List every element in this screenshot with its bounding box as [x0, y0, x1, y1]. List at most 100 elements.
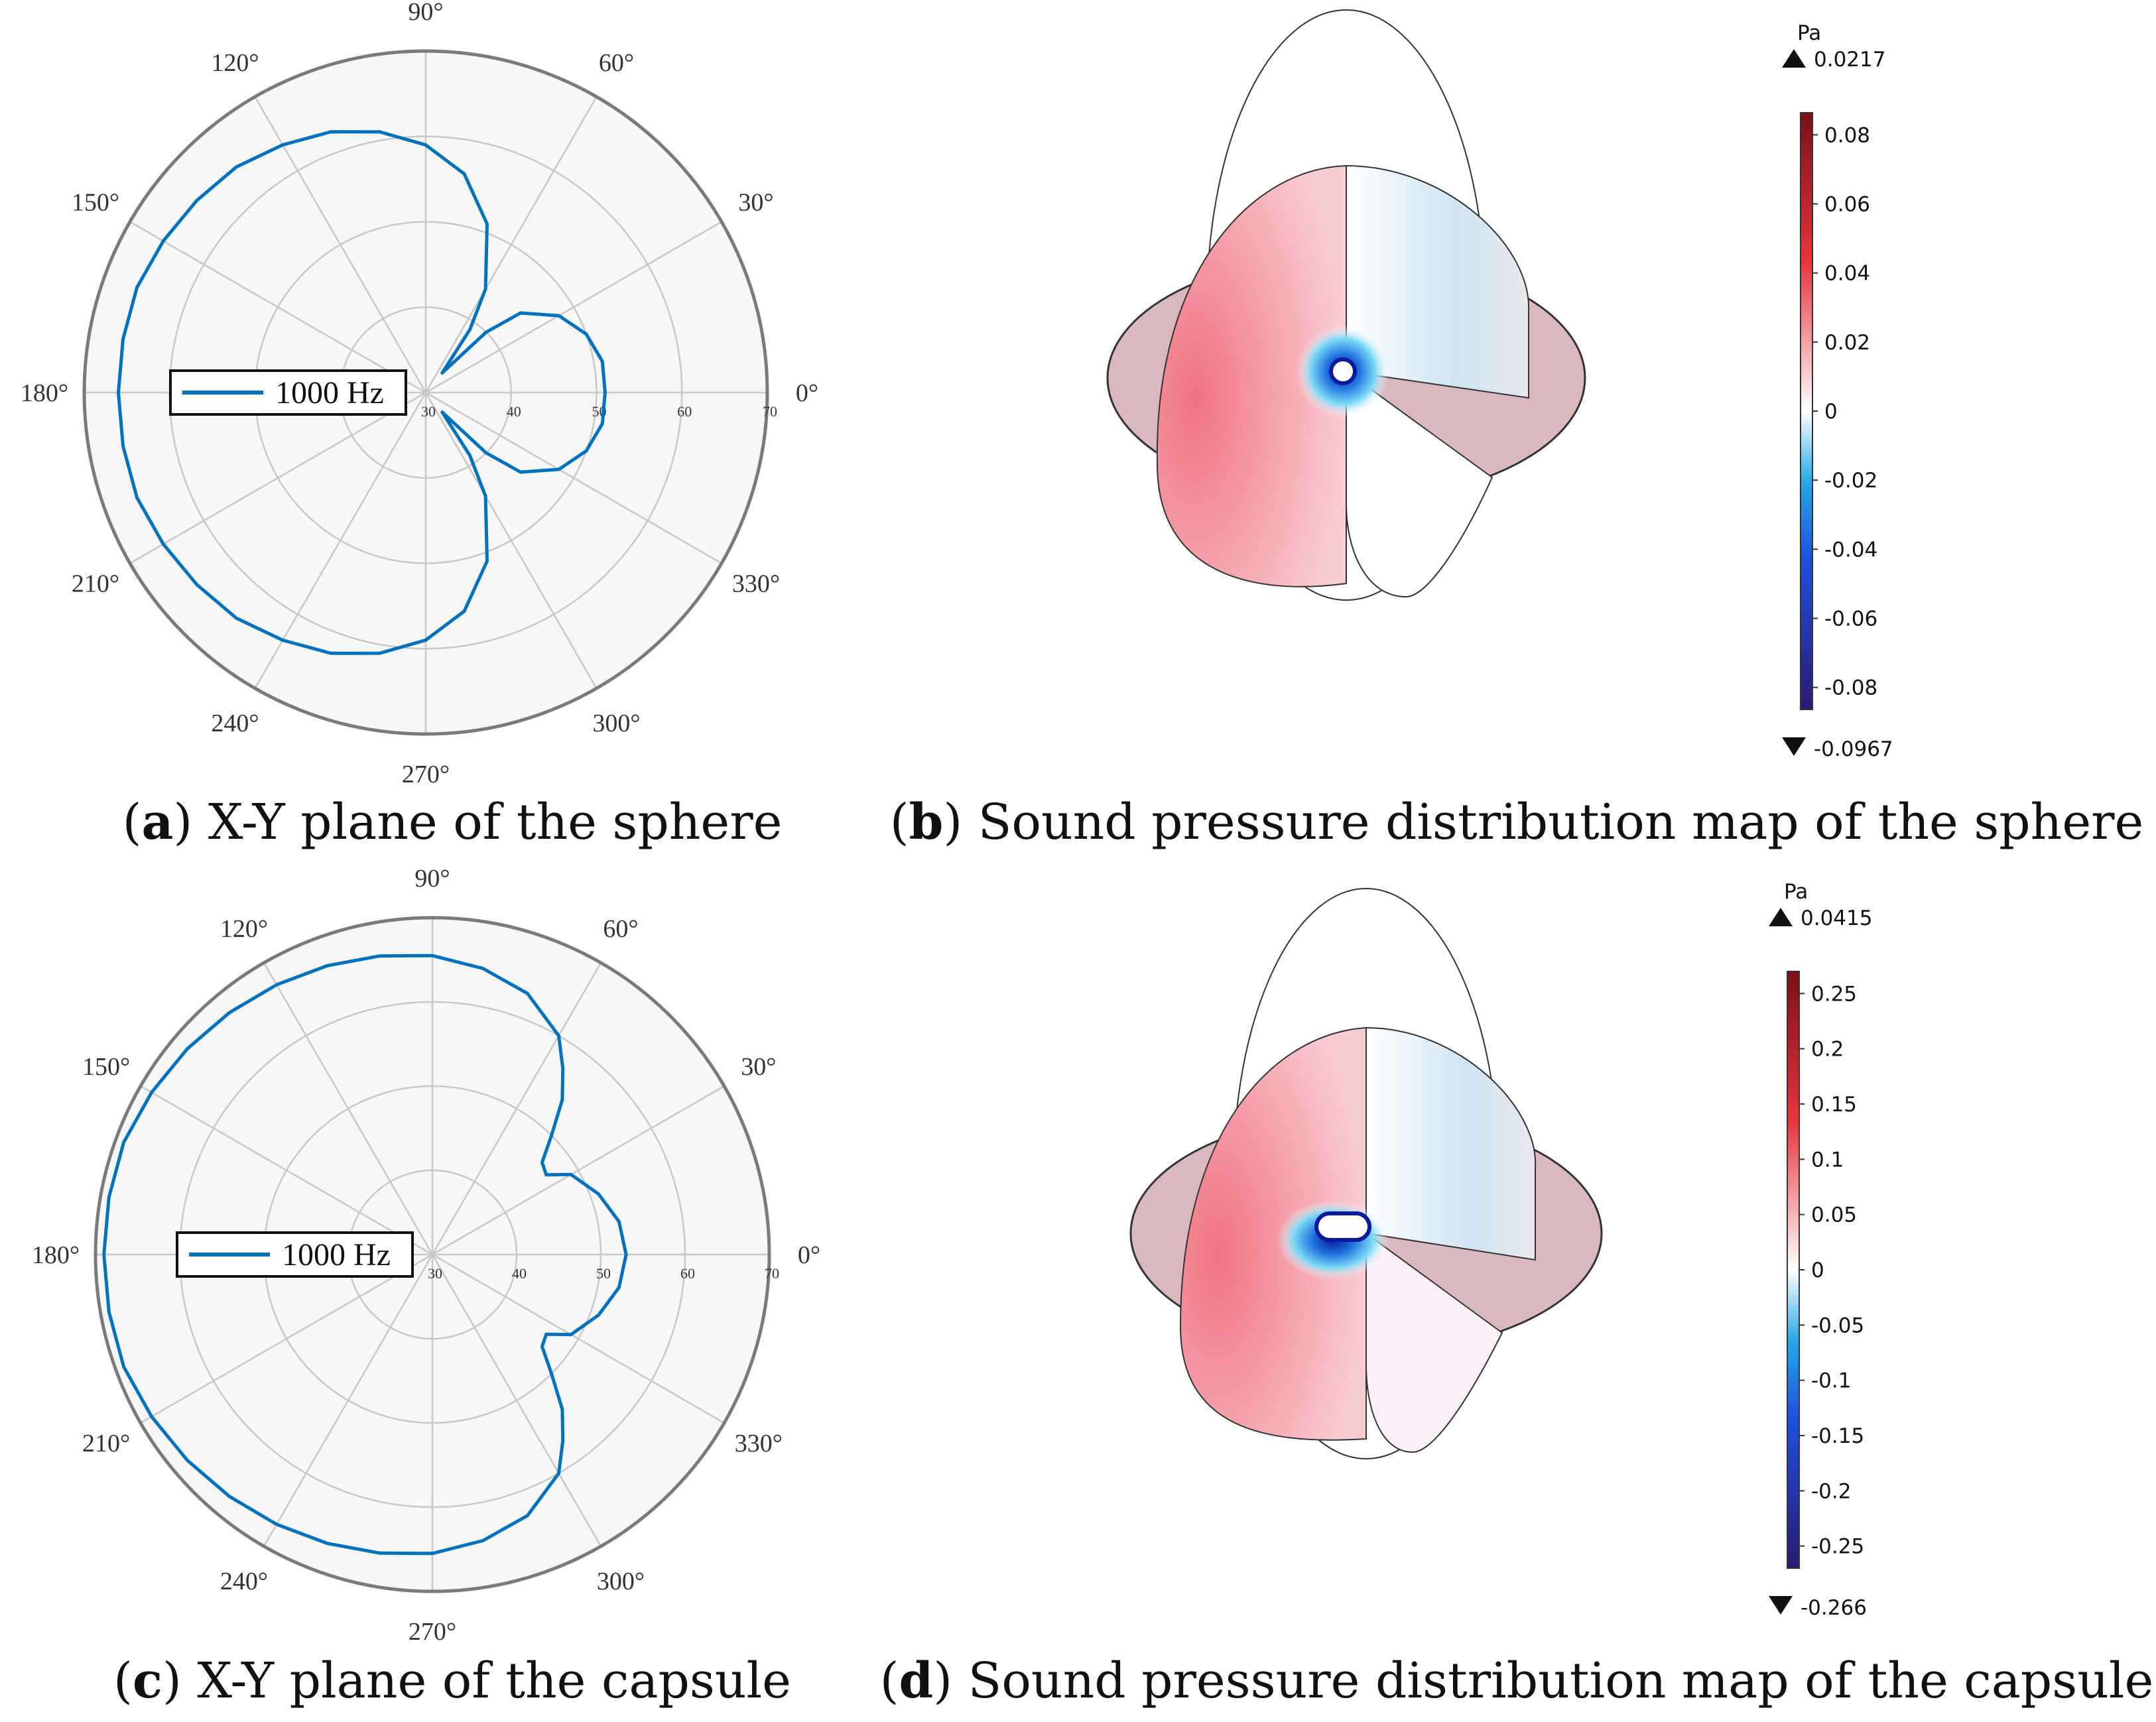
polar-c-theta-label: 330°	[735, 1430, 783, 1457]
polar-a-spoke-30	[425, 221, 722, 394]
colorbar-d-min-label: -0.266	[1801, 1596, 1867, 1620]
polar-c-theta-label: 90°	[414, 865, 450, 892]
colorbar-b-min-label: -0.0967	[1814, 737, 1893, 761]
colorbar-b-max-arrow	[1782, 49, 1806, 68]
polar-c-theta-label: 210°	[82, 1430, 130, 1457]
map-d-right-lobe	[1365, 1026, 1537, 1261]
polar-c-theta-label: 180°	[32, 1241, 80, 1269]
polar-c-spoke-60	[431, 962, 602, 1255]
polar-a-spoke-330	[425, 391, 722, 564]
colorbar-b-tick-label: 0.04	[1824, 262, 1870, 286]
colorbar-b-unit: Pa	[1797, 21, 1821, 45]
colorbar-d-tick-label: 0	[1811, 1259, 1824, 1282]
polar-c-spoke-240	[263, 1254, 434, 1547]
polar-c-legend-label: 1000 Hz	[282, 1237, 391, 1272]
polar-a-spoke-60	[424, 96, 598, 393]
polar-c-spoke-330	[432, 1253, 725, 1424]
colorbar-d-bar	[1787, 971, 1800, 1569]
polar-a-r-label: 60	[677, 403, 692, 420]
polar-c-theta-label: 240°	[220, 1568, 268, 1595]
polar-c-theta-label: 30°	[741, 1053, 776, 1081]
colorbar-d-max-label: 0.0415	[1801, 906, 1872, 930]
colorbar-d-max-arrow	[1769, 908, 1793, 926]
colorbar-b-min-arrow	[1782, 737, 1806, 756]
polar-a-r-label: 30	[421, 403, 436, 420]
colorbar-d-tick-label: 0.2	[1811, 1038, 1844, 1062]
colorbar-b-tick-label: -0.02	[1824, 469, 1877, 493]
polar-a-legend-label: 1000 Hz	[275, 375, 384, 410]
colorbar-b-max-label: 0.0217	[1814, 48, 1885, 72]
polar-c-spoke-300	[431, 1254, 602, 1547]
caption-c: (c) X-Y plane of the capsule	[113, 1652, 791, 1709]
polar-c-theta-label: 120°	[220, 915, 268, 943]
polar-c-spoke-150	[140, 1085, 433, 1256]
colorbar-b-tick-label: 0.06	[1824, 193, 1870, 217]
panel-c-polar-plot: 0° 30° 60° 90° 120° 150° 180° 210° 240° 270° 300° 3…	[32, 865, 820, 1646]
polar-c-spoke-30	[432, 1085, 725, 1256]
colorbar-b: Pa 0.0217 0.08 0.06 0.04 0.02 0 -0.02 -0.04 -0.06…	[1782, 21, 1893, 761]
polar-c-spoke-210	[140, 1253, 433, 1424]
map-b-left-lobe	[1156, 164, 1347, 587]
colorbar-d-tick-label: 0.15	[1811, 1093, 1857, 1117]
colorbar-d-tick-label: -0.15	[1811, 1424, 1864, 1448]
polar-a-theta-label: 30°	[738, 189, 773, 217]
polar-c-theta-label: 150°	[82, 1053, 130, 1081]
map-b-right-lobe	[1346, 164, 1530, 399]
caption-a: (a) X-Y plane of the sphere	[123, 794, 783, 851]
colorbar-d: Pa0.04150.250.20.150.10.050-0.05-0.1-0.1…	[1769, 880, 1872, 1620]
caption-d: (d) Sound pressure distribution map of t…	[880, 1652, 2154, 1709]
polar-c-r-label: 70	[765, 1265, 779, 1282]
polar-c-r-label: 50	[596, 1265, 611, 1282]
polar-a-theta-label: 180°	[21, 379, 68, 407]
polar-a-theta-label: 330°	[732, 570, 780, 598]
polar-a-theta-label: 150°	[72, 189, 119, 217]
map-b-white-wedge	[1346, 166, 1493, 598]
map-d-capsule-core	[1314, 1211, 1371, 1242]
colorbar-d-tick-label: -0.25	[1811, 1535, 1864, 1559]
map-b-source-core	[1329, 357, 1357, 385]
polar-a-r-label: 40	[507, 403, 521, 420]
polar-c-theta-label: 300°	[597, 1568, 645, 1595]
polar-a-r-label: 70	[763, 403, 777, 420]
colorbar-b-tick-label: 0.02	[1824, 331, 1870, 355]
map-d-left-lobe	[1179, 1026, 1367, 1441]
colorbar-b-tick-label: 0.08	[1824, 123, 1870, 147]
map-d-light-wedge	[1365, 1028, 1503, 1453]
polar-a-legend-box	[169, 369, 407, 416]
polar-c-r-label: 60	[680, 1265, 695, 1282]
panel-d-pressure-map	[1129, 888, 1603, 1459]
colorbar-b-tick-label: -0.04	[1824, 538, 1877, 562]
colorbar-d-tick-label: 0.05	[1811, 1203, 1857, 1227]
polar-a-outer-ring	[82, 49, 769, 736]
polar-c-r-label: 30	[428, 1265, 442, 1282]
polar-c-theta-label: 270°	[409, 1618, 456, 1646]
colorbar-b-tick-label: -0.08	[1824, 676, 1877, 700]
polar-a-spoke-150	[129, 221, 426, 394]
polar-c-r-label: 40	[512, 1265, 527, 1282]
polar-a-theta-label: 60°	[599, 49, 634, 77]
panel-b-pressure-map	[1106, 9, 1586, 601]
colorbar-d-tick-label: 0.25	[1811, 982, 1857, 1006]
colorbar-d-tick-label: -0.05	[1811, 1314, 1864, 1337]
polar-c-theta-label: 60°	[603, 915, 638, 943]
colorbar-b-bar	[1800, 112, 1813, 710]
polar-a-theta-label: 300°	[592, 709, 640, 737]
polar-a-theta-label: 90°	[408, 0, 443, 26]
polar-a-spoke-210	[129, 391, 426, 564]
colorbar-d-min-arrow	[1769, 1596, 1793, 1615]
polar-a-theta-label: 0°	[796, 379, 818, 407]
colorbar-b-tick-label: -0.06	[1824, 607, 1877, 631]
polar-c-series-line	[102, 953, 628, 1556]
colorbar-d-tick-label: -0.2	[1811, 1479, 1852, 1503]
polar-a-theta-label: 120°	[211, 49, 259, 77]
caption-b: (b) Sound pressure distribution map of t…	[890, 794, 2144, 851]
polar-a-theta-label: 210°	[72, 570, 119, 598]
polar-a-spoke-300	[424, 392, 598, 689]
colorbar-b-tick-label: 0	[1824, 400, 1838, 424]
colorbar-d-tick-label: 0.1	[1811, 1148, 1844, 1172]
polar-c-outer-ring	[94, 916, 771, 1593]
polar-c-theta-label: 0°	[798, 1241, 820, 1269]
polar-a-series-line	[117, 130, 607, 655]
colorbar-d-unit: Pa	[1784, 880, 1808, 904]
